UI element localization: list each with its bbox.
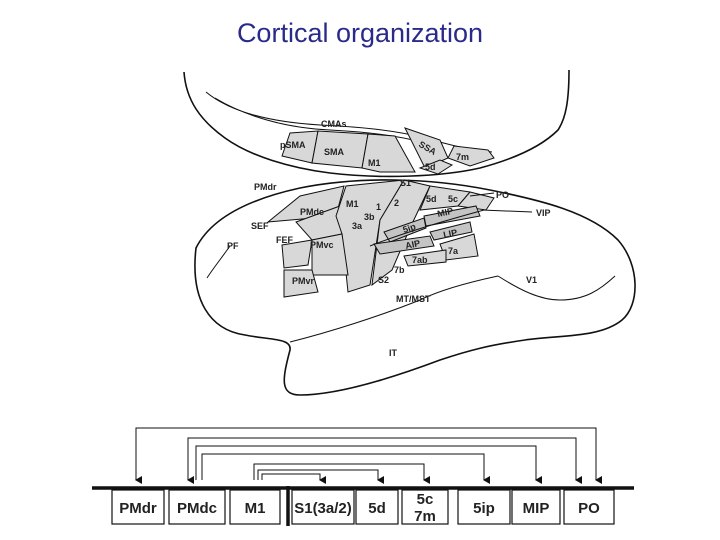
connection-lines: [136, 428, 596, 480]
box-label-5ip: 5ip: [473, 500, 495, 517]
box-pmdr: PMdr: [112, 490, 164, 524]
box-label-mip: MIP: [523, 500, 550, 517]
conn-pmdc-5ip: [202, 454, 484, 480]
conn-m1-5c: [254, 464, 424, 480]
conn-pmdc-mip: [196, 446, 536, 480]
box-mip: MIP: [512, 490, 560, 524]
box-s1: S1(3a/2): [292, 490, 354, 524]
box-label-7m: 7m: [414, 508, 436, 525]
box-po: PO: [564, 490, 614, 524]
box-label-5d: 5d: [368, 500, 386, 517]
box-label-pmdr: PMdr: [119, 500, 157, 517]
box-pmdc: PMdc: [169, 490, 225, 524]
box-label-pmdc: PMdc: [177, 500, 217, 517]
box-m1: M1: [230, 490, 280, 524]
box-label-m1: M1: [245, 500, 266, 517]
box-label-s1: S1(3a/2): [294, 500, 352, 517]
box-5ip: 5ip: [458, 490, 510, 524]
box-5d: 5d: [356, 490, 398, 524]
conn-m1-5d: [258, 470, 378, 480]
box-5c-7m: 5c 7m: [402, 490, 448, 525]
box-label-5c: 5c: [417, 491, 434, 508]
conn-pmdc-po: [188, 438, 576, 480]
box-row: PMdr PMdc M1 S1(3a/2) 5d 5c 7m 5ip: [112, 490, 614, 525]
conn-m1-s1: [262, 474, 320, 480]
box-label-po: PO: [578, 500, 600, 517]
